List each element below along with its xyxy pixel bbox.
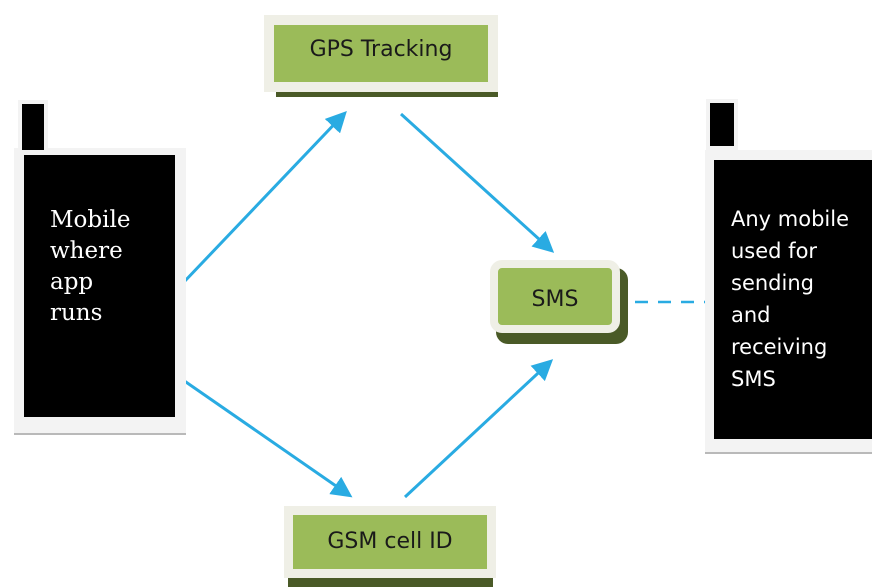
source-phone-label: Mobile where app runs: [50, 207, 131, 326]
source-phone-body: [24, 155, 175, 417]
target-phone-body: [714, 160, 872, 439]
source-phone-antenna: [18, 100, 48, 154]
gsm-cell-id-box-shadow: [288, 576, 493, 587]
sms-box-body: SMS: [490, 260, 620, 333]
target-phone-label: Any mobile used for sending and receivin…: [731, 207, 850, 391]
sms-label: SMS: [531, 287, 579, 312]
target-phone-antenna: [706, 99, 738, 150]
arrow-source-to-gsm: [182, 378, 353, 498]
gps-tracking-box-body: GPS Tracking: [264, 15, 498, 92]
arrow-source-to-gps: [181, 110, 347, 285]
gsm-cell-id-box-body: GSM cell ID: [284, 506, 496, 578]
gsm-cell-id-label: GSM cell ID: [327, 529, 453, 554]
arrow-gsm-to-sms: [403, 359, 554, 499]
arrow-gps-to-sms: [399, 112, 555, 253]
gps-tracking-label: GPS Tracking: [309, 37, 453, 62]
